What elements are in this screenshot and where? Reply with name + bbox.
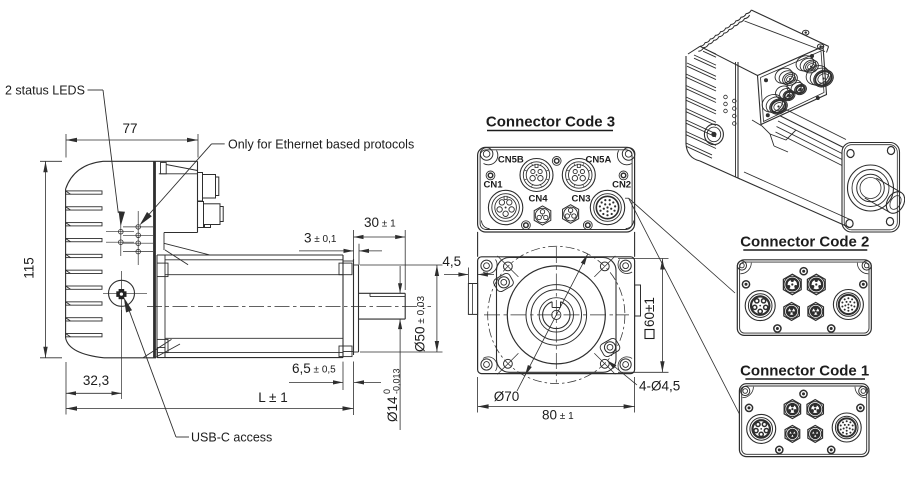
svg-text:2 status LEDS: 2 status LEDS [5, 84, 85, 98]
svg-text:L ± 1: L ± 1 [258, 390, 287, 405]
svg-text:Ø70: Ø70 [494, 389, 520, 404]
svg-text:CN1: CN1 [483, 179, 503, 190]
svg-text:32,3: 32,3 [83, 373, 109, 388]
svg-text:CN2: CN2 [612, 179, 631, 190]
svg-text:CN4: CN4 [528, 193, 548, 204]
svg-text:6,5 ± 0,5: 6,5 ± 0,5 [292, 361, 336, 376]
svg-text:USB-C access: USB-C access [191, 431, 272, 445]
svg-text:Ø14: Ø14 [385, 396, 400, 422]
svg-text:CN5B: CN5B [498, 154, 524, 165]
svg-text:4,5: 4,5 [442, 254, 461, 269]
svg-text:60±1: 60±1 [642, 297, 657, 327]
svg-text:80 ± 1: 80 ± 1 [542, 408, 574, 423]
svg-text:Connector Code 2: Connector Code 2 [740, 234, 869, 251]
svg-text:Only for Ethernet based protoc: Only for Ethernet based protocols [228, 138, 414, 152]
svg-text:CN3: CN3 [571, 193, 590, 204]
svg-text:115: 115 [22, 257, 37, 279]
svg-text:Connector Code 1: Connector Code 1 [740, 363, 869, 380]
svg-text:77: 77 [122, 121, 137, 136]
svg-text:0: 0 [382, 389, 392, 394]
svg-text:30 ± 1: 30 ± 1 [364, 215, 396, 230]
svg-text:CN5A: CN5A [585, 154, 611, 165]
svg-text:4-Ø4,5: 4-Ø4,5 [639, 379, 680, 394]
svg-text:Connector Code 3: Connector Code 3 [486, 114, 615, 131]
svg-text:Ø50 ± 0,03: Ø50 ± 0,03 [413, 296, 428, 352]
svg-text:3 ± 0,1: 3 ± 0,1 [304, 231, 337, 246]
svg-text:-0,013: -0,013 [392, 368, 402, 394]
